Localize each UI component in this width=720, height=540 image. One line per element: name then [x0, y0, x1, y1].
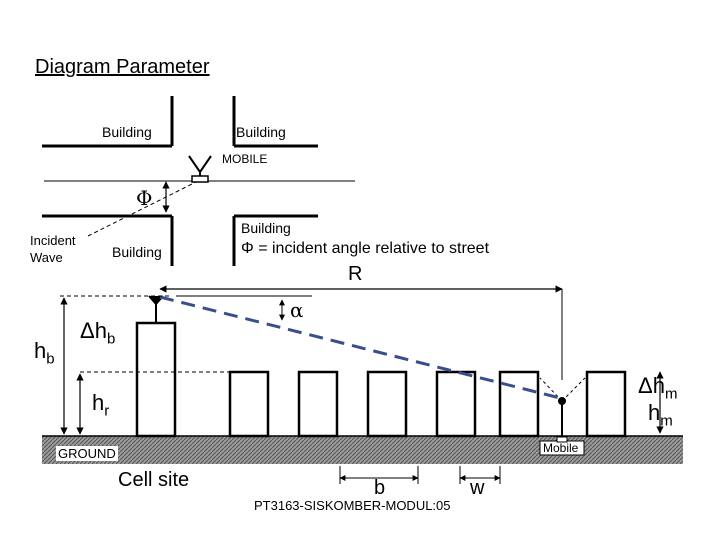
label-delta-hb: Δhb: [80, 318, 116, 348]
top-view: [42, 96, 355, 266]
street-building-5: [498, 370, 540, 438]
top-mobile-box: [191, 175, 209, 183]
label-building-top-left: Building: [102, 124, 152, 140]
cell-site-building: [135, 321, 177, 438]
diffraction-line-left: [539, 377, 563, 402]
propagation-path: [159, 295, 561, 400]
label-building-bottom-left: Building: [112, 244, 162, 260]
label-building-bottom-right: Building: [241, 220, 291, 236]
ground-strip: [42, 436, 683, 464]
street-building-4: [435, 370, 477, 438]
label-ground: GROUND: [56, 446, 118, 461]
label-cell-site: Cell site: [118, 469, 190, 491]
label-r: R: [348, 263, 363, 285]
label-incident-wave-1: Incident: [30, 233, 76, 248]
street-building-6: [585, 370, 627, 438]
label-hm: hm: [648, 400, 673, 430]
alpha-symbol: α: [290, 298, 304, 322]
label-w: w: [470, 477, 485, 499]
side-view: [42, 285, 683, 484]
label-hb: hb: [34, 338, 55, 368]
phi-symbol: Φ: [136, 186, 153, 210]
label-incident-wave-2: Wave: [30, 250, 63, 265]
label-b: b: [374, 477, 386, 499]
diffraction-line-right: [561, 377, 586, 402]
label-mobile: MOBILE: [222, 152, 268, 166]
street-building-1: [228, 370, 270, 438]
diagram-title: Diagram Parameter: [35, 56, 210, 78]
footer-label: PT3163-SISKOMBER-MODUL:05: [254, 498, 451, 513]
label-mobile-box: Mobile: [543, 441, 579, 455]
label-hr: hr: [92, 390, 110, 420]
street-building-3: [366, 370, 408, 438]
label-building-top-right: Building: [236, 124, 286, 140]
phi-definition: Φ = incident angle relative to street: [241, 240, 490, 257]
top-mobile-antenna-icon: [188, 155, 212, 174]
street-building-2: [297, 370, 339, 438]
label-delta-hm: Δhm: [638, 373, 678, 403]
